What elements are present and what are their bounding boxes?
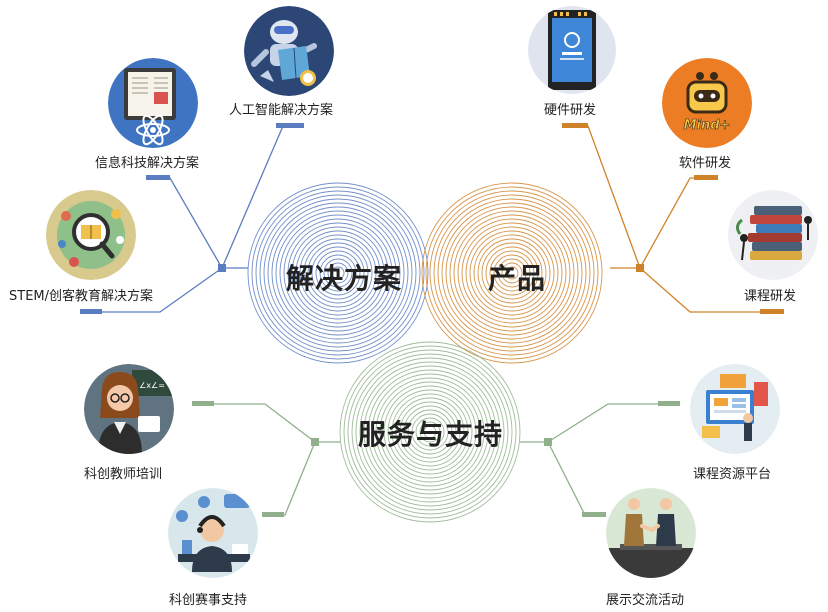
it-solution-label: 信息科技解决方案: [95, 156, 200, 171]
solutions-ring: [279, 214, 397, 332]
services-ring: [343, 345, 517, 519]
products-concentric-rings: [421, 182, 603, 364]
services-ring: [379, 381, 481, 483]
handshake-icon: [606, 488, 696, 578]
book-stack-icon: [728, 190, 818, 280]
solutions-ring: [303, 238, 373, 308]
solutions-ring: [323, 258, 353, 288]
services-ring: [403, 405, 457, 459]
services-connectors: [192, 401, 680, 517]
products-ring: [473, 234, 551, 312]
services-ring: [411, 413, 449, 451]
resource-platform-label: 课程资源平台: [693, 467, 772, 482]
products-ring: [481, 242, 543, 304]
products-ring: [497, 258, 527, 288]
services-ring: [355, 357, 505, 507]
solutions-concentric-rings: [247, 182, 429, 364]
solutions-ring: [255, 190, 421, 356]
products-ring: [485, 246, 539, 300]
products-ring: [493, 254, 531, 292]
solutions-ring: [287, 222, 389, 324]
course-dev-label: 课程研发: [744, 289, 797, 304]
solutions-ring: [307, 242, 369, 304]
mindplus-icon: Mind+: [662, 58, 752, 148]
products-ring: [433, 194, 591, 352]
services-ring: [367, 369, 493, 495]
products-ring: [465, 226, 559, 320]
solutions-ring: [315, 250, 361, 296]
products-ring: [445, 206, 579, 340]
products-ring: [453, 214, 571, 332]
solutions-ring: [275, 210, 401, 336]
solutions-ring: [311, 246, 365, 300]
services-ring: [391, 393, 469, 471]
services-ring: [399, 401, 461, 463]
services-ring: [383, 385, 477, 479]
solutions-ring: [291, 226, 385, 320]
solutions-connectors: [80, 123, 304, 314]
solutions-ring: [327, 262, 349, 284]
teacher-training-label: 科创教师培训: [84, 467, 163, 482]
solutions-ring: [251, 186, 425, 360]
products-ring: [425, 186, 599, 360]
solutions-ring: [267, 202, 409, 344]
products-ring: [421, 182, 603, 364]
tablet-atom-icon: [108, 58, 198, 148]
products-ring: [469, 230, 555, 316]
products-center-label: 产品: [488, 262, 547, 295]
solutions-ring: [295, 230, 381, 316]
products-ring: [489, 250, 535, 296]
services-concentric-rings: [339, 341, 521, 523]
products-ring: [437, 198, 587, 348]
products-connectors: [562, 123, 784, 314]
services-ring: [423, 425, 437, 439]
services-ring: [387, 389, 473, 475]
solutions-ring: [283, 218, 393, 328]
products-ring: [441, 202, 583, 344]
products-ring: [457, 218, 567, 328]
services-center-label: 服务与支持: [358, 418, 504, 451]
products-ring: [505, 266, 519, 280]
stem-book-icon: [46, 190, 136, 280]
services-ring: [351, 353, 509, 511]
products-ring: [449, 210, 575, 336]
solutions-ring: [259, 194, 417, 352]
svg-text:Mind+: Mind+: [684, 118, 731, 133]
services-ring: [407, 409, 453, 455]
solutions-ring: [263, 198, 413, 348]
resource-platform-icon: [690, 364, 780, 454]
services-ring: [419, 421, 441, 443]
services-ring: [359, 361, 501, 503]
teacher-icon: ∠x∠=: [84, 364, 174, 454]
software-label: 软件研发: [679, 156, 732, 171]
solutions-ring: [271, 206, 405, 340]
products-ring: [461, 222, 563, 324]
products-ring: [501, 262, 523, 284]
services-ring: [395, 397, 465, 467]
services-ring: [375, 377, 485, 487]
services-ring: [415, 417, 445, 447]
solutions-ring: [299, 234, 377, 312]
solutions-ring: [319, 254, 357, 292]
robot-reading-icon: [244, 6, 334, 96]
svg-text:∠x∠=: ∠x∠=: [139, 381, 165, 390]
solutions-center-label: 解决方案: [286, 262, 403, 295]
services-ring: [347, 349, 513, 515]
exhibition-label: 展示交流活动: [606, 593, 685, 608]
products-ring: [429, 190, 595, 356]
solutions-ring: [247, 182, 429, 364]
hardware-label: 硬件研发: [544, 103, 597, 118]
solutions-ring: [331, 266, 345, 280]
services-ring: [363, 365, 497, 499]
products-ring: [477, 238, 547, 308]
services-ring: [371, 373, 489, 491]
ai-solution-label: 人工智能解决方案: [229, 103, 334, 118]
competition-support-label: 科创赛事支持: [169, 593, 248, 608]
headset-operator-icon: [168, 488, 258, 578]
services-ring: [339, 341, 521, 523]
stem-solution-label: STEM/创客教育解决方案: [9, 289, 154, 304]
hardware-board-icon: [528, 6, 616, 94]
